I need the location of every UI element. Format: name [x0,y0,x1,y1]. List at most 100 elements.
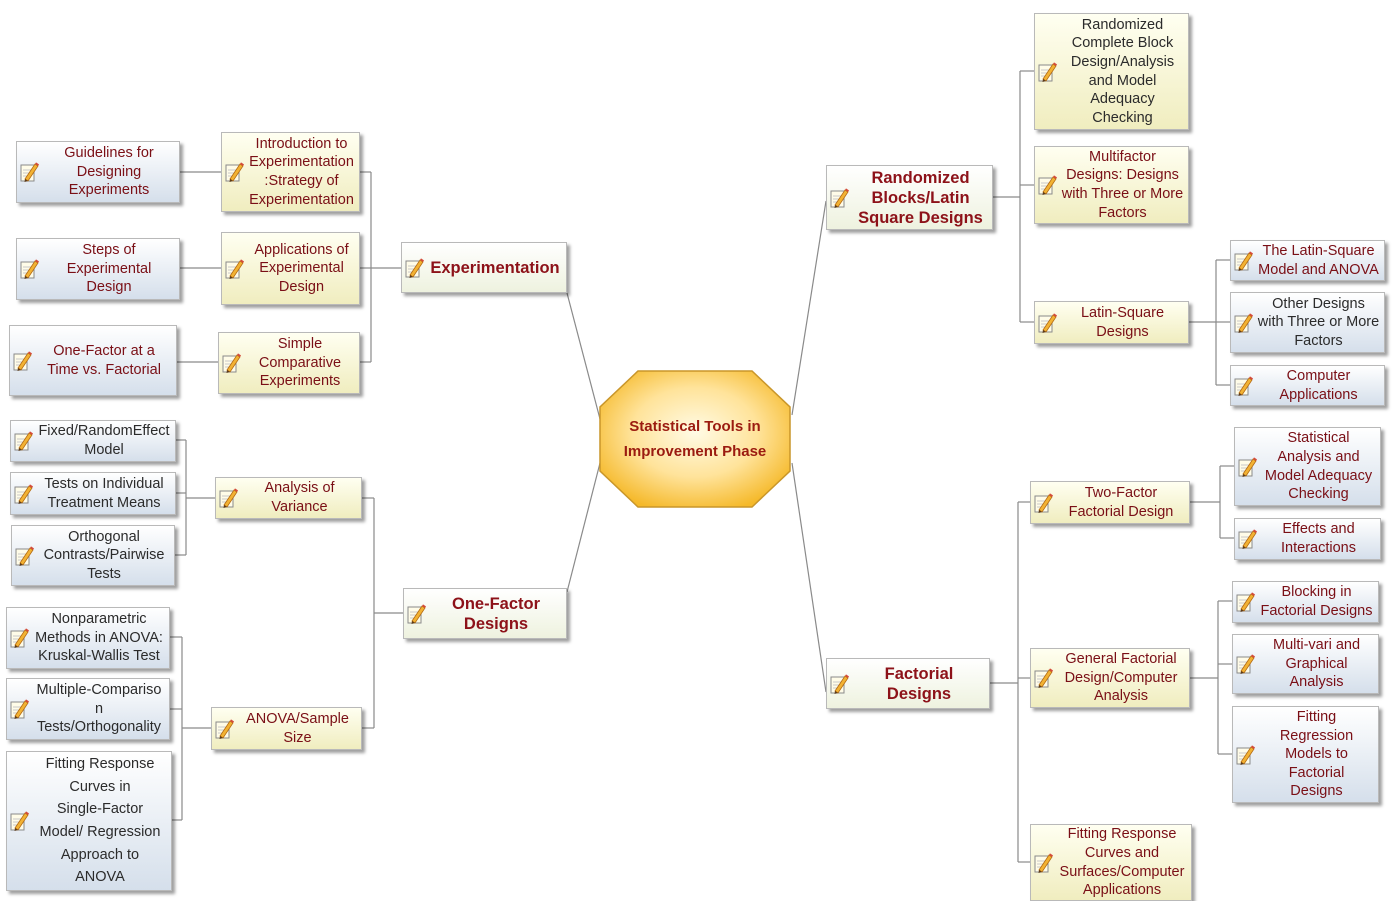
edit-pencil-icon [216,478,240,518]
subtopic-label: Simple Comparative Experiments [258,336,342,390]
edit-pencil-icon [827,166,851,229]
subtopic-label: Randomized Complete Block Design/Analysi… [1070,16,1175,126]
leaf-effects-and-interactions[interactable]: Effects and Interactions [1234,518,1381,560]
leaf-fixed-random-effect-model[interactable]: Fixed/RandomEffect Model [10,420,176,462]
subtopic-label: General Factorial Design/Computer Analys… [1064,651,1178,705]
leaf-label: Computer Applications [1279,367,1358,403]
edit-pencil-icon [1235,519,1259,559]
edit-pencil-icon [7,679,31,739]
leaf-label: Multiple-Compariso n Tests/Orthogonality [36,682,162,736]
subtopic-label: Multifactor Designs: Designs with Three … [1061,148,1184,221]
central-topic-label: Statistical Tools in Improvement Phase [623,418,767,460]
leaf-label: Fitting Response Curves in Single-Factor… [39,756,161,886]
subtopic-two-factor-factorial-design[interactable]: Two-Factor Factorial Design [1030,481,1190,524]
leaf-label: Blocking in Factorial Designs [1260,584,1373,619]
topic-factorial-designs[interactable]: Factorial Designs [826,658,990,709]
leaf-other-designs-with-three-or-more-factors[interactable]: Other Designs with Three or More Factors [1230,292,1385,353]
leaf-label: Steps of Experimental Design [66,242,152,296]
edit-pencil-icon [1233,635,1257,693]
leaf-label: Tests on Individual Treatment Means [44,475,164,511]
subtopic-label: Latin-Square Designs [1080,304,1165,340]
leaf-steps-of-experimental-design[interactable]: Steps of Experimental Design [16,238,180,300]
edit-pencil-icon [1031,482,1055,523]
edit-pencil-icon [17,239,41,299]
subtopic-introduction-to-experimentation[interactable]: Introduction to Experimentation :Strateg… [221,132,360,212]
subtopic-multifactor-designs[interactable]: Multifactor Designs: Designs with Three … [1034,146,1189,224]
leaf-fitting-regression-models[interactable]: Fitting Regression Models to Factorial D… [1232,706,1379,803]
edit-pencil-icon [1231,241,1255,280]
leaf-label: Multi-vari and Graphical Analysis [1272,637,1361,691]
leaf-label: The Latin-Square Model and ANOVA [1258,242,1379,278]
leaf-guidelines-for-designing-experiments[interactable]: Guidelines for Designing Experiments [16,141,180,203]
edit-pencil-icon [1035,147,1059,223]
edit-pencil-icon [10,326,34,395]
leaf-label: Statistical Analysis and Model Adequacy … [1264,430,1373,503]
topic-label: One-Factor Designs [451,594,540,633]
edit-pencil-icon [1231,293,1255,352]
leaf-label: Fitting Regression Models to Factorial D… [1279,709,1354,800]
edit-pencil-icon [17,142,41,202]
subtopic-randomized-complete-block-design[interactable]: Randomized Complete Block Design/Analysi… [1034,13,1189,130]
edit-pencil-icon [1233,582,1257,622]
edit-pencil-icon [1231,366,1255,405]
leaf-label: One-Factor at a Time vs. Factorial [47,342,161,378]
leaf-computer-applications[interactable]: Computer Applications [1230,365,1385,406]
leaf-label: Guidelines for Designing Experiments [64,145,154,199]
leaf-blocking-in-factorial-designs[interactable]: Blocking in Factorial Designs [1232,581,1379,623]
topic-randomized-blocks-latin-square[interactable]: Randomized Blocks/Latin Square Designs [826,165,993,230]
subtopic-simple-comparative-experiments[interactable]: Simple Comparative Experiments [218,332,360,394]
leaf-label: Orthogonal Contrasts/Pairwise Tests [43,528,165,582]
subtopic-latin-square-designs[interactable]: Latin-Square Designs [1034,301,1189,344]
leaf-statistical-analysis-model-adequacy[interactable]: Statistical Analysis and Model Adequacy … [1234,427,1381,506]
edit-pencil-icon [222,233,246,304]
leaf-orthogonal-contrasts-pairwise-tests[interactable]: Orthogonal Contrasts/Pairwise Tests [11,525,175,586]
leaf-label: Effects and Interactions [1281,521,1356,556]
edit-pencil-icon [219,333,243,393]
octagon-shape [599,370,791,508]
edit-pencil-icon [1233,707,1257,802]
edit-pencil-icon [12,526,36,585]
leaf-multi-vari-and-graphical-analysis[interactable]: Multi-vari and Graphical Analysis [1232,634,1379,694]
subtopic-general-factorial-design[interactable]: General Factorial Design/Computer Analys… [1030,648,1190,708]
central-topic[interactable]: Statistical Tools in Improvement Phase [598,369,792,509]
subtopic-label: Applications of Experimental Design [254,241,349,295]
leaf-label: Fixed/RandomEffect Model [38,423,170,458]
subtopic-label: Fitting Response Curves and Surfaces/Com… [1059,826,1185,899]
leaf-nonparametric-methods-in-anova[interactable]: Nonparametric Methods in ANOVA: Kruskal-… [6,607,170,669]
subtopic-applications-of-experimental-design[interactable]: Applications of Experimental Design [221,232,360,305]
edit-pencil-icon [7,608,31,668]
subtopic-label: Introduction to Experimentation :Strateg… [249,135,354,208]
edit-pencil-icon [11,473,35,514]
leaf-label: Nonparametric Methods in ANOVA: Kruskal-… [35,611,163,665]
topic-label: Factorial Designs [884,664,954,703]
leaf-fitting-response-curves-single-factor[interactable]: Fitting Response Curves in Single-Factor… [6,751,172,891]
edit-pencil-icon [1035,14,1059,129]
leaf-tests-on-individual-treatment-means[interactable]: Tests on Individual Treatment Means [10,472,176,515]
edit-pencil-icon [212,708,236,749]
edit-pencil-icon [402,243,426,292]
edit-pencil-icon [1031,825,1055,900]
subtopic-anova-sample-size[interactable]: ANOVA/Sample Size [211,707,362,750]
edit-pencil-icon [1235,428,1259,505]
edit-pencil-icon [404,589,428,638]
topic-label: Experimentation [430,258,560,277]
subtopic-fitting-response-curves-and-surfaces[interactable]: Fitting Response Curves and Surfaces/Com… [1030,824,1192,901]
topic-one-factor-designs[interactable]: One-Factor Designs [403,588,567,639]
subtopic-label: Analysis of Variance [264,480,335,515]
topic-experimentation[interactable]: Experimentation [401,242,567,293]
edit-pencil-icon [11,421,35,461]
edit-pencil-icon [1035,302,1059,343]
edit-pencil-icon [1031,649,1055,707]
leaf-label: Other Designs with Three or More Factors [1257,295,1380,349]
leaf-multiple-comparison-tests[interactable]: Multiple-Compariso n Tests/Orthogonality [6,678,170,740]
topic-label: Randomized Blocks/Latin Square Designs [858,168,983,227]
subtopic-label: ANOVA/Sample Size [246,710,349,746]
edit-pencil-icon [7,752,31,890]
subtopic-label: Two-Factor Factorial Design [1068,484,1174,520]
subtopic-analysis-of-variance[interactable]: Analysis of Variance [215,477,362,519]
leaf-latin-square-model-and-anova[interactable]: The Latin-Square Model and ANOVA [1230,240,1385,281]
leaf-one-factor-at-a-time[interactable]: One-Factor at a Time vs. Factorial [9,325,177,396]
edit-pencil-icon [827,659,851,708]
edit-pencil-icon [222,133,246,211]
